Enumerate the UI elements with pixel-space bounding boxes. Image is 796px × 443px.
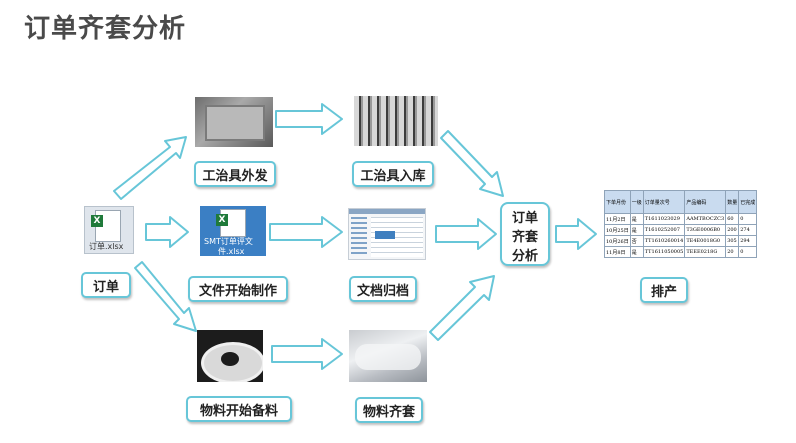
node-tooling-in[interactable]: 工治具入库 bbox=[352, 161, 434, 187]
table-cell: 294 bbox=[738, 235, 758, 247]
arrow-order-to-material-prep bbox=[134, 261, 197, 332]
excel-badge-icon: X bbox=[91, 215, 103, 227]
excel-sheet-icon bbox=[220, 209, 246, 237]
document-screenshot bbox=[348, 208, 426, 260]
table-cell: 是 bbox=[629, 213, 644, 225]
order-file-name: 订单.xlsx bbox=[89, 242, 124, 251]
table-header-cell: 下单月份 bbox=[604, 190, 631, 214]
arrow-order-to-tooling-out bbox=[113, 136, 187, 200]
doc-make-file-icon: X SMT订单评文 件.xlsx bbox=[200, 206, 266, 256]
node-schedule[interactable]: 排产 bbox=[640, 277, 688, 303]
node-doc-make[interactable]: 文件开始制作 bbox=[188, 276, 288, 302]
arrow-doc-make-to-archive bbox=[269, 216, 343, 248]
table-header-cell: 已完成 bbox=[738, 190, 758, 214]
node-order-kit-analysis[interactable]: 订单 齐套 分析 bbox=[500, 202, 550, 266]
table-header-cell: 订单量次号 bbox=[642, 190, 686, 214]
table-cell: 11月2日 bbox=[604, 213, 631, 225]
table-header-cell: 数量 bbox=[725, 190, 740, 214]
material-bags-photo bbox=[349, 330, 427, 382]
reel-material-photo bbox=[197, 330, 263, 382]
table-cell: 200 bbox=[725, 224, 740, 236]
doc-make-file-name-line1: SMT订单评文 bbox=[204, 237, 253, 246]
arrow-tooling-out-to-in bbox=[275, 103, 343, 135]
arrow-material-kit-to-hub bbox=[429, 275, 495, 341]
arrow-tooling-in-to-hub bbox=[440, 130, 504, 197]
table-cell: 否 bbox=[629, 235, 644, 247]
node-tooling-out[interactable]: 工治具外发 bbox=[194, 161, 276, 187]
table-header-row: 下单月份一级订单量次号产品编码数量已完成 bbox=[604, 190, 758, 214]
table-cell: 0 bbox=[738, 213, 758, 225]
arrow-material-prep-to-kit bbox=[271, 338, 343, 370]
table-cell: 11月8日 bbox=[604, 246, 631, 258]
node-doc-archive[interactable]: 文档归档 bbox=[349, 276, 417, 302]
page-title: 订单齐套分析 bbox=[24, 14, 187, 44]
table-cell: 274 bbox=[738, 224, 758, 236]
table-cell: T1610252007 bbox=[642, 224, 686, 236]
table-cell: TE4E0018G0 bbox=[684, 235, 727, 247]
table-cell: T1611023029 bbox=[642, 213, 686, 225]
table-cell: TT1610260014 bbox=[642, 235, 686, 247]
table-cell: TT1611050005 bbox=[642, 246, 686, 258]
node-material-prep[interactable]: 物料开始备料 bbox=[186, 396, 292, 422]
table-cell: TEEE0218G bbox=[684, 246, 727, 258]
table-cell: AAMTBOCZC3 bbox=[684, 213, 727, 225]
excel-badge-icon: X bbox=[216, 214, 228, 226]
table-cell: 10月26日 bbox=[604, 235, 631, 247]
node-material-kit[interactable]: 物料齐套 bbox=[355, 397, 423, 423]
table-cell: 305 bbox=[725, 235, 740, 247]
order-file-icon[interactable]: X 订单.xlsx bbox=[84, 206, 134, 254]
table-cell: 60 bbox=[725, 213, 740, 225]
table-cell: 10月25日 bbox=[604, 224, 631, 236]
arrow-order-to-doc-make bbox=[145, 216, 189, 248]
arrow-doc-archive-to-hub bbox=[435, 218, 497, 250]
node-order[interactable]: 订单 bbox=[81, 272, 131, 298]
hub-line3: 分析 bbox=[511, 249, 538, 264]
tooling-plate-photo bbox=[195, 97, 273, 147]
hub-line2: 齐套 bbox=[511, 230, 538, 245]
doc-make-file-name-line2: 件.xlsx bbox=[218, 247, 245, 256]
table-cell: 是 bbox=[629, 224, 644, 236]
table-cell: 是 bbox=[629, 246, 644, 258]
tooling-rack-photo bbox=[354, 96, 438, 146]
arrow-hub-to-schedule bbox=[555, 218, 597, 250]
table-cell: 20 bbox=[725, 246, 740, 258]
table-cell: T3GE0006B0 bbox=[684, 224, 727, 236]
hub-line1: 订单 bbox=[511, 211, 538, 226]
table-header-cell: 产品编码 bbox=[684, 190, 727, 214]
table-cell: 0 bbox=[738, 246, 758, 258]
table-header-cell: 一级 bbox=[629, 190, 644, 214]
